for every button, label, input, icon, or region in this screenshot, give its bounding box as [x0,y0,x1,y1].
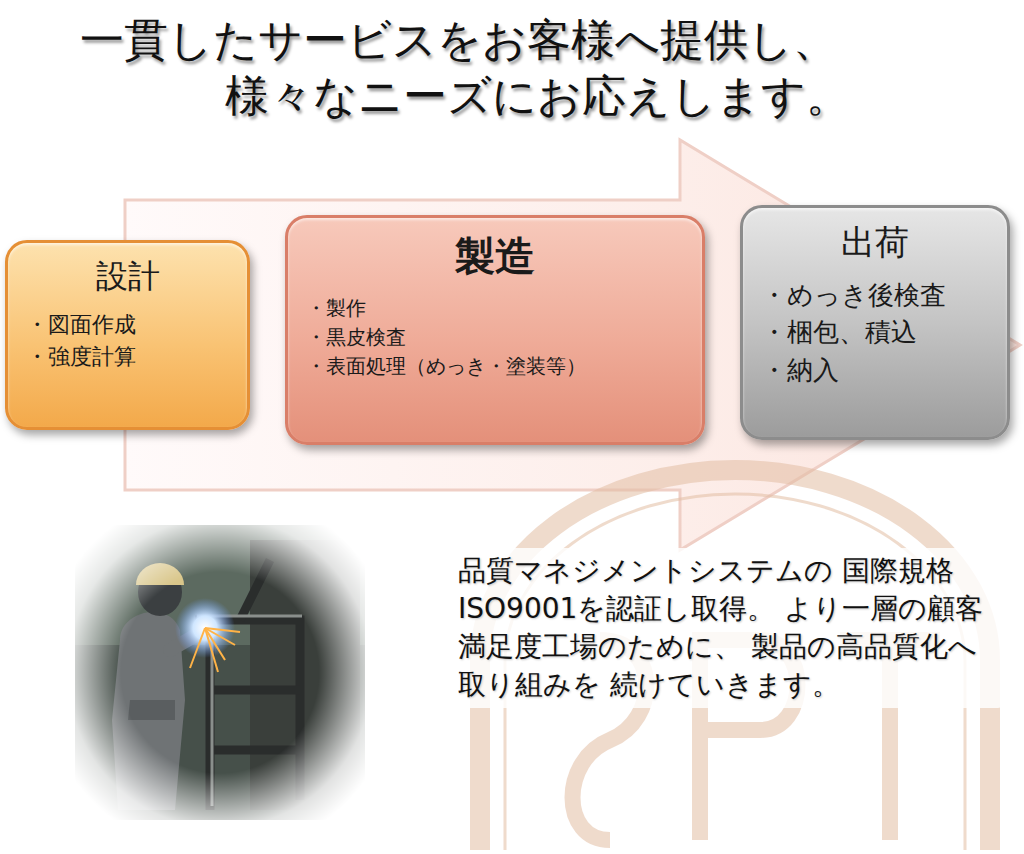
page-title: 一貫したサービスをお客様へ提供し、 様々なニーズにお応えします。 [80,12,850,124]
bullet-item: ・梱包、積込 [761,314,917,352]
note-text: 品質マネジメントシステムの 国際規格ISO9001を認証し取得。 より一層の顧客… [452,548,1004,708]
bullet-item: ・強度計算 [26,341,136,373]
bullet-item: ・表面処理（めっき・塗装等） [306,352,586,381]
shipping-box: 出荷・めっき後検査・梱包、積込・納入 [740,205,1010,440]
manufacturing-box: 製造・製作・黒皮検査・表面処理（めっき・塗装等） [285,215,705,445]
bullet-item: ・製作 [306,294,366,323]
bullet-item: ・図面作成 [26,309,136,341]
box-heading: 設計 [96,257,160,295]
bullet-item: ・納入 [761,352,839,390]
bullet-item: ・めっき後検査 [761,277,946,315]
box-heading: 製造 [455,232,535,280]
design-box: 設計・図面作成・強度計算 [5,240,250,430]
welder-photo [75,525,365,820]
box-heading: 出荷 [841,222,909,263]
bullet-item: ・黒皮検査 [306,323,406,352]
flow-arrow [125,140,1020,550]
